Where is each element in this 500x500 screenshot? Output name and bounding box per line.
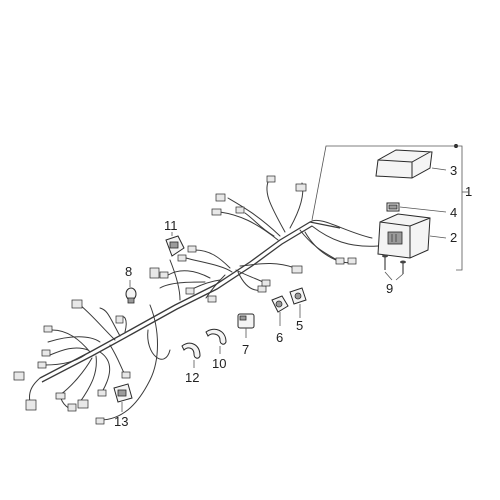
- callout-13: 13: [114, 414, 128, 429]
- part-13-bracket: [113, 383, 133, 412]
- part-2-control-box: [377, 213, 431, 259]
- part-5-clip: [289, 287, 307, 318]
- callout-8: 8: [125, 264, 132, 279]
- callout-9: 9: [386, 281, 393, 296]
- group-bracket-1: [311, 144, 468, 271]
- callout-10: 10: [212, 356, 226, 371]
- callout-11: 11: [164, 218, 178, 233]
- part-6-clip: [271, 295, 289, 326]
- part-8-clip: [125, 280, 137, 304]
- callout-3: 3: [450, 163, 457, 178]
- part-9-screws: [382, 254, 406, 281]
- part-12-band: [181, 342, 201, 368]
- part-10-band: [205, 328, 227, 354]
- leader-lines: [399, 167, 447, 239]
- callout-4: 4: [450, 205, 457, 220]
- harness-connectors: [13, 175, 357, 425]
- part-11-connector: [165, 232, 185, 257]
- part-3-cover: [375, 149, 433, 179]
- callout-labels: 1 2 3 4 5 6 7 8 9 10 11 12 13: [114, 163, 472, 429]
- callout-6: 6: [276, 330, 283, 345]
- part-4-connector: [386, 202, 400, 212]
- main-harness: [29, 177, 379, 421]
- part-7-relay: [237, 313, 255, 338]
- callout-2: 2: [450, 230, 457, 245]
- callout-12: 12: [185, 370, 199, 385]
- callout-7: 7: [242, 342, 249, 357]
- callout-5: 5: [296, 318, 303, 333]
- callout-1: 1: [465, 184, 472, 199]
